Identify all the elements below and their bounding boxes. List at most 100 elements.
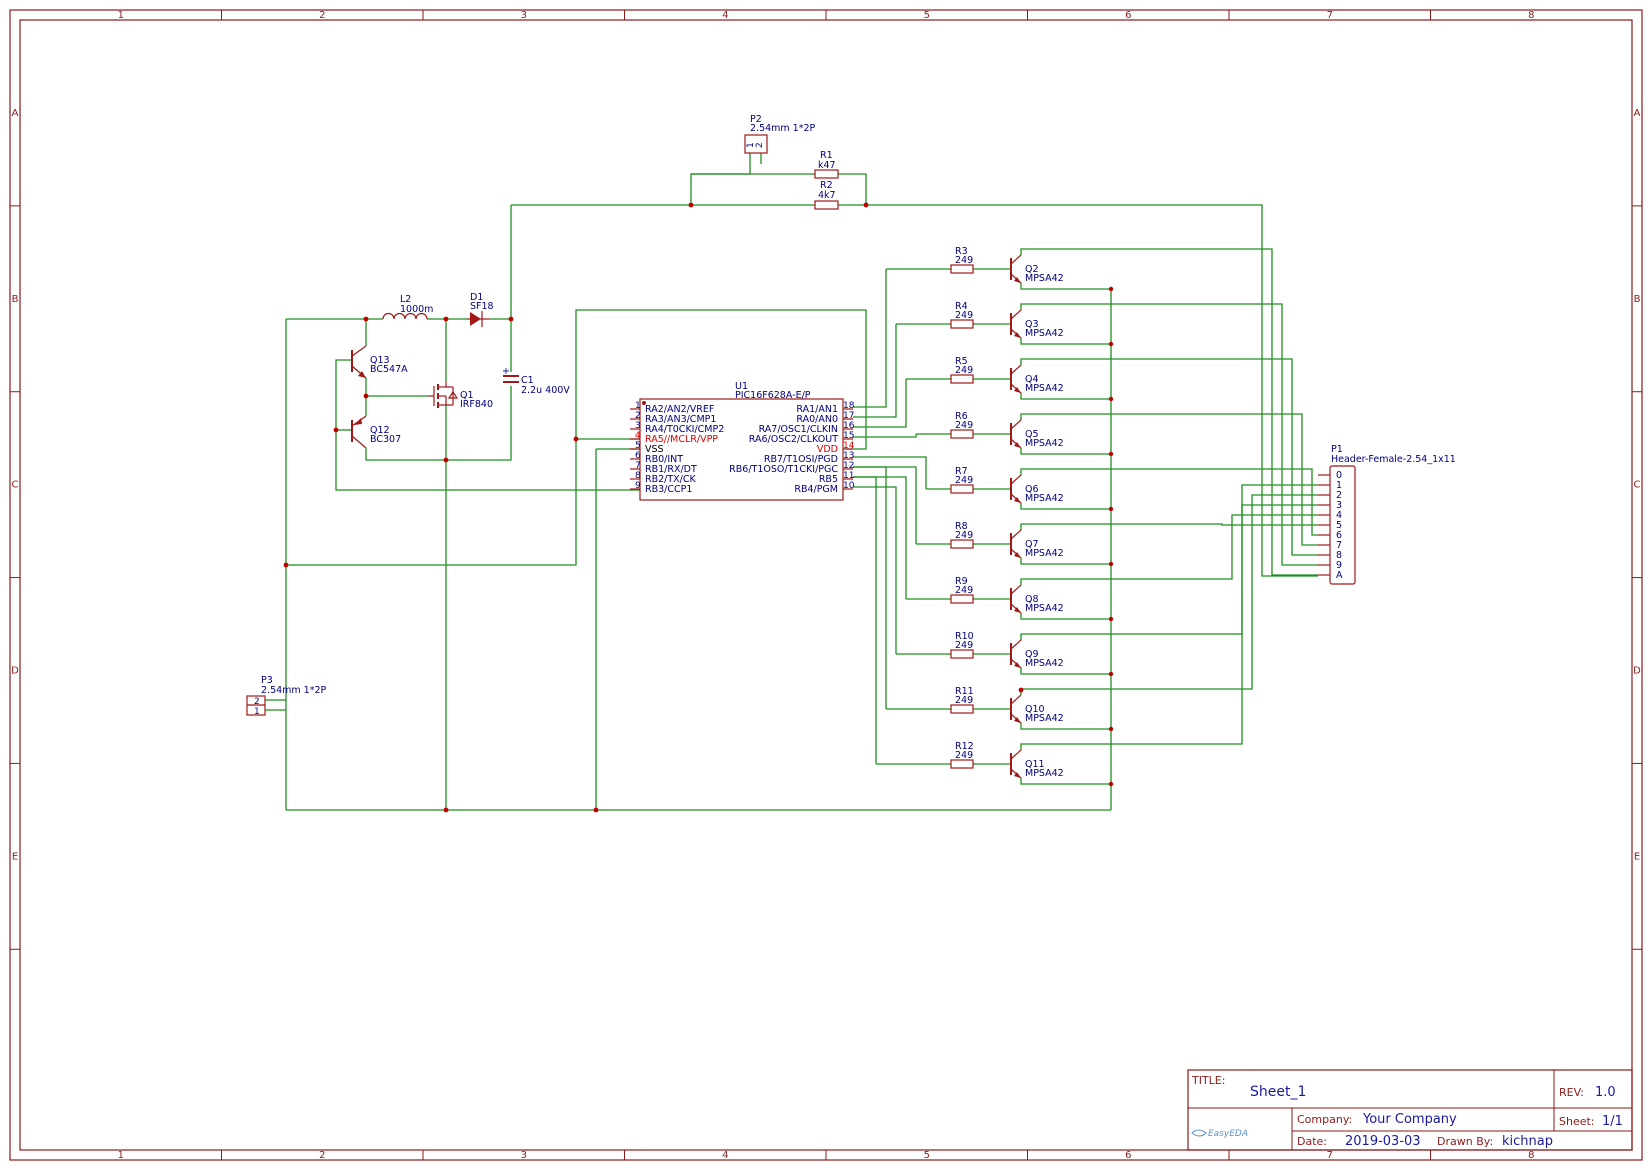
- stage-resistor-ref: R8: [955, 521, 968, 532]
- driver-stage-wires: [853, 248, 1318, 785]
- p3-value: 2.54mm 1*2P: [261, 685, 327, 696]
- drawn-by-value: kichnap: [1502, 1134, 1553, 1149]
- rev-value: 1.0: [1595, 1085, 1616, 1100]
- date-label: Date:: [1297, 1135, 1327, 1148]
- stage-resistor-ref: R11: [955, 686, 974, 697]
- title-label: TITLE:: [1191, 1074, 1225, 1087]
- zone-row-right: C: [1634, 480, 1641, 491]
- p1-pin-label: 4: [1336, 510, 1342, 521]
- p3-pin2: 2: [254, 697, 260, 707]
- p1-pin-label: 0: [1336, 470, 1342, 481]
- resistor-r1: R1 k47: [814, 150, 839, 179]
- zone-col-top: 6: [1125, 10, 1131, 21]
- stage-transistor-value: MPSA42: [1025, 603, 1064, 614]
- u1-value: PIC16F628A-E/P: [735, 390, 811, 401]
- connector-p2: 1 2 P2 2.54mm 1*2P: [744, 114, 816, 154]
- zone-col-top: 3: [521, 10, 527, 21]
- zone-row-right: B: [1634, 294, 1641, 305]
- stage-resistor-ref: R4: [955, 301, 968, 312]
- title-block: TITLE: Sheet_1 REV: 1.0 Company: Your Co…: [1187, 1069, 1633, 1151]
- mosfet-q1: Q1 IRF840: [428, 382, 493, 410]
- stage-transistor-value: MPSA42: [1025, 548, 1064, 559]
- u1-pin-number: 1: [635, 401, 641, 411]
- u1-pin-name: RA7/OSC1/CLKIN: [759, 424, 838, 435]
- p3-pin1: 1: [254, 707, 260, 717]
- stage-resistor-ref: R6: [955, 411, 968, 422]
- p1-pin-label: 5: [1336, 520, 1342, 531]
- stage-transistor-value: MPSA42: [1025, 658, 1064, 669]
- u1-pin-name: RB6/T1OSO/T1CKI/PGC: [729, 464, 838, 475]
- u1-pin-name: RB7/T1OSI/PGD: [764, 454, 838, 465]
- zone-col-bottom: 2: [319, 1150, 325, 1161]
- sheet-title: Sheet_1: [1250, 1084, 1306, 1100]
- u1-right-pins: 18RA1/AN117RA0/AN016RA7/OSC1/CLKIN15RA6/…: [729, 401, 855, 495]
- p2-pin2: 2: [755, 142, 765, 148]
- zone-col-top: 7: [1327, 10, 1333, 21]
- stage-transistor-ref: Q8: [1025, 594, 1039, 605]
- u1-pin-number: 12: [843, 461, 854, 471]
- stage-transistor-value: MPSA42: [1025, 273, 1064, 284]
- q12-value: BC307: [370, 434, 401, 445]
- p1-pin-label: A: [1336, 570, 1343, 581]
- stage-transistor-value: MPSA42: [1025, 713, 1064, 724]
- sheet-label: Sheet:: [1559, 1115, 1595, 1128]
- u1-pin-number: 8: [635, 471, 641, 481]
- zone-col-top: 2: [319, 10, 325, 21]
- stage-transistor-value: MPSA42: [1025, 438, 1064, 449]
- stage-transistor-ref: Q7: [1025, 539, 1039, 550]
- zone-col-bottom: 1: [118, 1150, 124, 1161]
- zone-col-top: 1: [118, 10, 124, 21]
- stage-transistor-ref: Q9: [1025, 649, 1039, 660]
- u1-pin-number: 17: [843, 411, 854, 421]
- zone-col-bottom: 6: [1125, 1150, 1131, 1161]
- stage-transistor-value: MPSA42: [1025, 768, 1064, 779]
- zone-row-left: A: [12, 108, 19, 119]
- resistor-r2: R2 4k7: [814, 180, 839, 210]
- u1-pin-number: 6: [635, 451, 641, 461]
- zone-row-left: B: [12, 294, 19, 305]
- stage-resistor-ref: R9: [955, 576, 968, 587]
- zone-row-right: A: [1634, 108, 1641, 119]
- u1-pin-name: RA5//MCLR/VPP: [645, 434, 718, 445]
- u1-pin-name: RA6/OSC2/CLKOUT: [749, 434, 838, 445]
- p1-pin-label: 6: [1336, 530, 1342, 541]
- u1-pin-name: VDD: [817, 444, 838, 455]
- stage-transistor-value: MPSA42: [1025, 493, 1064, 504]
- p3-ref: P3: [261, 675, 273, 686]
- u1-pin-name: RA1/AN1: [796, 404, 838, 415]
- zone-col-bottom: 8: [1528, 1150, 1534, 1161]
- u1-pin-number: 11: [843, 471, 854, 481]
- driver-stages: R3249Q2MPSA42R4249Q3MPSA42R5249Q4MPSA42R…: [950, 246, 1064, 779]
- p1-pin-label: 8: [1336, 550, 1342, 561]
- c1-ref: C1: [521, 375, 534, 386]
- u1-pin-number: 16: [843, 421, 855, 431]
- company-value: Your Company: [1362, 1112, 1457, 1127]
- zone-col-bottom: 3: [521, 1150, 527, 1161]
- wires: [265, 153, 1318, 811]
- u1-pin-name: RA0/AN0: [796, 414, 838, 425]
- u1-pin-name: RA3/AN3/CMP1: [645, 414, 716, 425]
- u1-pin-name: RA4/T0CKI/CMP2: [645, 424, 724, 435]
- p1-pin-label: 3: [1336, 500, 1342, 511]
- easyeda-logo: EasyEDA: [1191, 1129, 1248, 1139]
- logo-text: EasyEDA: [1208, 1129, 1248, 1139]
- stage-resistor-value: 249: [955, 585, 973, 596]
- l2-ref: L2: [400, 294, 411, 305]
- stage-resistor-value: 249: [955, 640, 973, 651]
- stage-resistor-value: 249: [955, 750, 973, 761]
- u1-ref: U1: [735, 381, 748, 392]
- u1-pin-number: 7: [635, 461, 641, 471]
- stage-resistor-ref: R12: [955, 741, 974, 752]
- d1-value: SF18: [470, 301, 494, 312]
- u1-pin-name: RB4/PGM: [794, 484, 838, 495]
- u1-pin-name: RB2/TX/CK: [645, 474, 697, 485]
- p1-ref: P1: [1331, 444, 1343, 455]
